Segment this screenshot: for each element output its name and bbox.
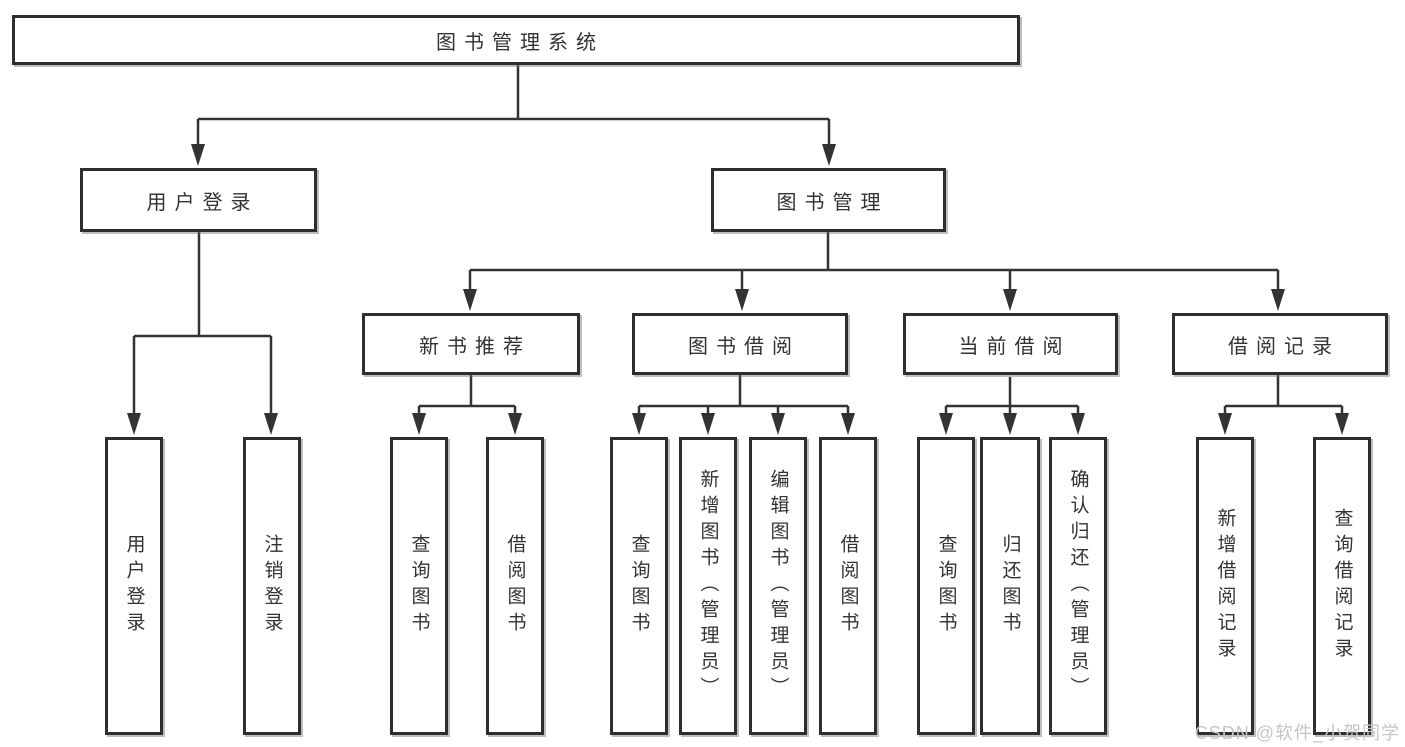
leaf-return-book: 归还图书 [980, 437, 1040, 735]
leaf-borrow-books: 借阅图书 [819, 437, 877, 735]
node-new-book-recommend: 新书推荐 [362, 313, 580, 375]
csdn-watermark: CSDN @软件_小贺同学 [1194, 723, 1400, 743]
node-current-borrow: 当前借阅 [903, 313, 1118, 375]
leaf-borrow-books-recommend: 借阅图书 [486, 437, 544, 735]
leaf-add-borrow-record: 新增借阅记录 [1196, 437, 1254, 735]
leaf-query-books-current: 查询图书 [917, 437, 975, 735]
node-user-login: 用户登录 [80, 168, 317, 232]
leaf-confirm-return-admin: 确认归还（管理员） [1049, 437, 1107, 735]
leaf-user-login: 用户登录 [105, 437, 163, 735]
leaf-query-books-recommend: 查询图书 [390, 437, 448, 735]
leaf-edit-book-admin: 编辑图书（管理员） [749, 437, 807, 735]
node-root-library-management-system: 图书管理系统 [12, 15, 1020, 65]
leaf-query-borrow-record: 查询借阅记录 [1313, 437, 1371, 735]
leaf-add-book-admin: 新增图书（管理员） [679, 437, 737, 735]
leaf-query-books-borrow: 查询图书 [610, 437, 668, 735]
node-borrow-records: 借阅记录 [1172, 313, 1388, 375]
node-book-borrow: 图书借阅 [632, 313, 848, 375]
leaf-logout: 注销登录 [243, 437, 301, 735]
node-book-management: 图书管理 [711, 168, 946, 232]
